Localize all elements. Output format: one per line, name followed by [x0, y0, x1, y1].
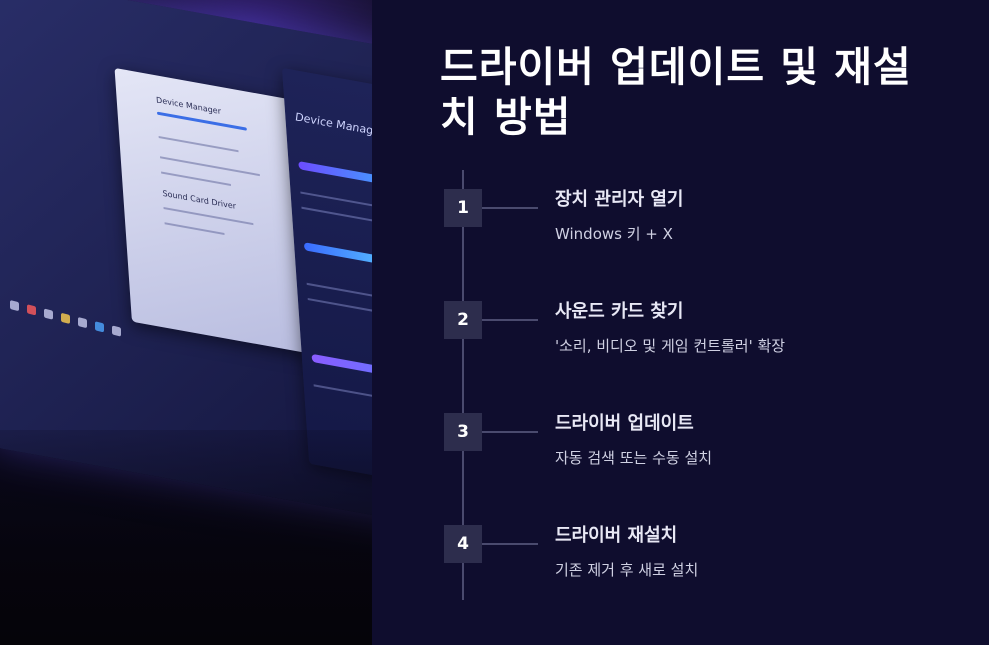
step-description: 자동 검색 또는 수동 설치 — [555, 449, 713, 467]
glow-bar — [303, 242, 372, 267]
keyboard-area — [0, 430, 372, 645]
taskbar-icon — [10, 300, 19, 312]
step-description: '소리, 비디오 및 게임 컨트롤러' 확장 — [555, 337, 786, 355]
list-row — [164, 222, 225, 235]
list-row — [161, 171, 232, 187]
panel-row — [307, 298, 372, 317]
taskbar-icon — [112, 325, 121, 337]
step-title: 사운드 카드 찾기 — [555, 301, 684, 322]
step-1: 1 장치 관리자 열기 Windows 키 + X — [444, 189, 944, 249]
step-description: Windows 키 + X — [555, 225, 673, 243]
step-connector — [482, 543, 538, 545]
page-title: 드라이버 업데이트 및 재설치 방법 — [440, 43, 912, 141]
glow-bar — [298, 161, 372, 189]
taskbar-icon — [95, 321, 104, 333]
taskbar-icon — [44, 308, 53, 320]
device-item-label: Sound Card Driver — [162, 188, 237, 212]
step-4: 4 드라이버 재설치 기존 제거 후 새로 설치 — [444, 525, 944, 585]
step-connector — [482, 207, 538, 209]
hero-photo: Device Manager Sound Card Driver Device … — [0, 0, 372, 645]
step-2: 2 사운드 카드 찾기 '소리, 비디오 및 게임 컨트롤러' 확장 — [444, 301, 944, 361]
step-connector — [482, 319, 538, 321]
step-title: 드라이버 재설치 — [555, 525, 678, 546]
step-number: 2 — [444, 301, 482, 339]
panel-title: Device Manager — [294, 110, 372, 140]
device-manager-window: Device Manager Sound Card Driver — [114, 67, 312, 354]
panel-row — [300, 191, 372, 215]
step-title: 드라이버 업데이트 — [555, 413, 694, 434]
list-row — [158, 135, 239, 153]
list-row — [163, 206, 254, 226]
step-title: 장치 관리자 열기 — [555, 189, 684, 210]
taskbar-icon — [61, 312, 70, 324]
taskbar-icon — [78, 316, 87, 329]
timeline-line — [462, 170, 464, 600]
panel-row — [301, 206, 372, 227]
step-connector — [482, 431, 538, 433]
step-number: 3 — [444, 413, 482, 451]
progress-bar — [156, 111, 247, 131]
step-3: 3 드라이버 업데이트 자동 검색 또는 수동 설치 — [444, 413, 944, 473]
step-number: 1 — [444, 189, 482, 227]
step-description: 기존 제거 후 새로 설치 — [555, 561, 699, 579]
step-number: 4 — [444, 525, 482, 563]
taskbar-icon — [27, 304, 36, 316]
